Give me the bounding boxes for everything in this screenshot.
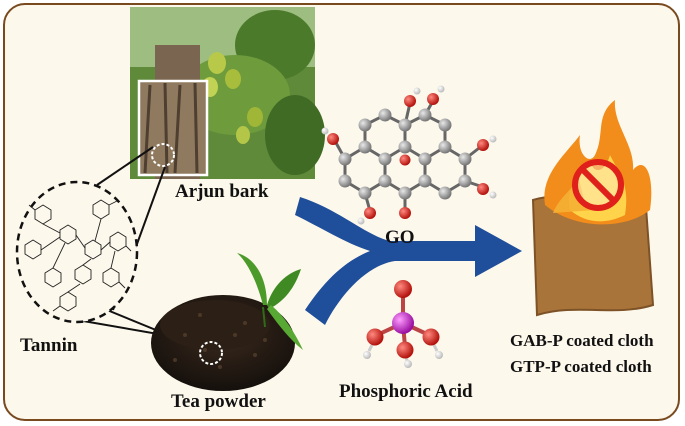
- burning-cloth: [531, 100, 655, 317]
- phosphoric-acid-molecule: [363, 280, 443, 368]
- gtp-cloth-label: GTP-P coated cloth: [510, 357, 652, 376]
- tannin-label: Tannin: [20, 335, 78, 356]
- tannin-molecule: [15, 180, 139, 324]
- diagram-canvas: [15, 7, 655, 391]
- graphene-oxide-molecule: [321, 85, 497, 225]
- tea-powder-photo: [151, 253, 303, 391]
- diagram-frame: Arjun bark Tannin Tea powder GO Phosphor…: [3, 3, 680, 421]
- arjun-bark-label: Arjun bark: [175, 181, 269, 202]
- prohibition-icon: [572, 159, 624, 211]
- arjun-tree-photo: [130, 7, 325, 179]
- phosphoric-acid-label: Phosphoric Acid: [339, 381, 473, 402]
- merge-arrow: [295, 197, 522, 325]
- tea-powder-label: Tea powder: [171, 391, 266, 412]
- gab-cloth-label: GAB-P coated cloth: [510, 331, 654, 350]
- go-label: GO: [385, 227, 415, 248]
